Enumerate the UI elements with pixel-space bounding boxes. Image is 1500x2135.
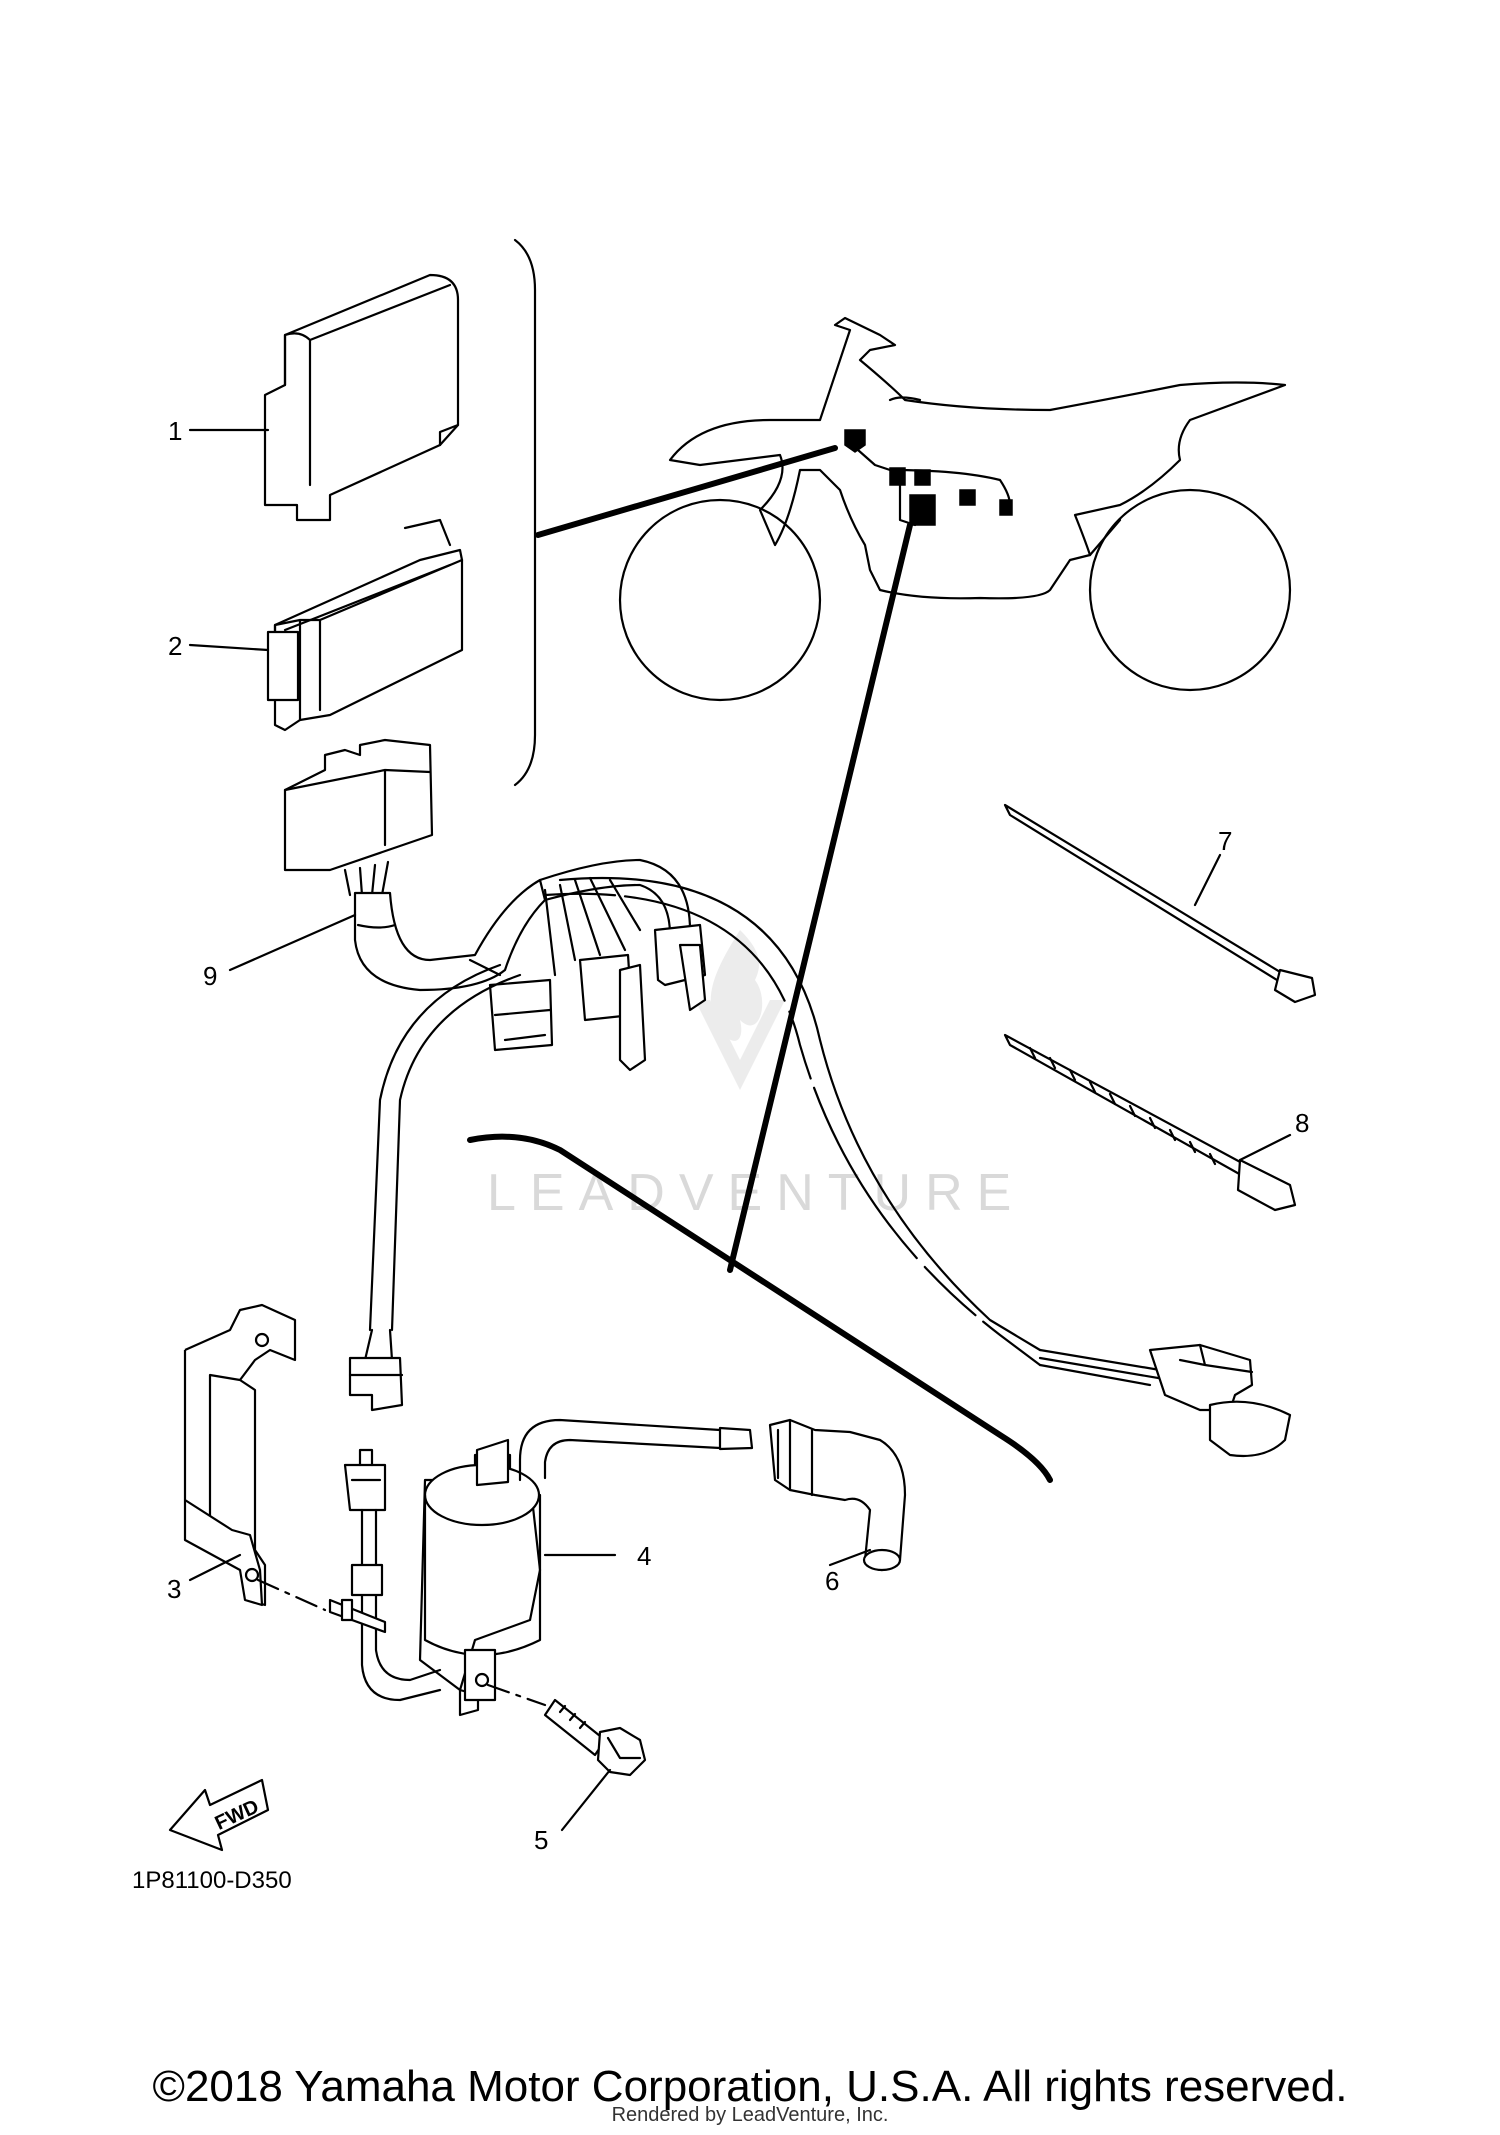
part-5-bolt — [486, 1683, 647, 1777]
part-7-cable-tie — [1003, 803, 1317, 1004]
callout-8: 8 — [1295, 1108, 1309, 1138]
callout-numbers: 1 2 3 4 5 6 7 8 9 — [167, 416, 1309, 1855]
copyright-notice: ©2018 Yamaha Motor Corporation, U.S.A. A… — [152, 2062, 1348, 2111]
watermark: LEADVENTURE — [487, 930, 1011, 1222]
callout-5: 5 — [534, 1825, 548, 1855]
callout-9: 9 — [203, 961, 217, 991]
leader-bracket-to-bike — [535, 445, 838, 538]
motorcycle-outline — [618, 316, 1292, 702]
callout-4: 4 — [637, 1541, 651, 1571]
callout-1: 1 — [168, 416, 182, 446]
part-1-cdi-unit — [263, 273, 460, 522]
part-6-plug-cap — [768, 1418, 907, 1572]
part-9-wire-harness — [283, 738, 1292, 1458]
callout-leaders — [188, 428, 1292, 1832]
part-8-cable-tie — [1003, 1033, 1297, 1212]
group-line-lower — [467, 1133, 1053, 1483]
part-3-bracket — [183, 1303, 297, 1607]
callout-3: 3 — [167, 1574, 181, 1604]
flame-v-logo-icon — [695, 930, 785, 1090]
leader-bike-to-group — [727, 522, 913, 1273]
callout-6: 6 — [825, 1566, 839, 1596]
rendered-by-credit: Rendered by LeadVenture, Inc. — [611, 2104, 889, 2126]
callout-7: 7 — [1218, 826, 1232, 856]
part-2-relay-unit — [266, 518, 464, 732]
part-code: 1P81100-D350 — [132, 1867, 292, 1894]
fwd-arrow-icon: FWD — [168, 1778, 270, 1852]
group-bracket — [513, 238, 537, 787]
callout-2: 2 — [168, 631, 182, 661]
part-4-ignition-coil — [256, 1418, 754, 1717]
